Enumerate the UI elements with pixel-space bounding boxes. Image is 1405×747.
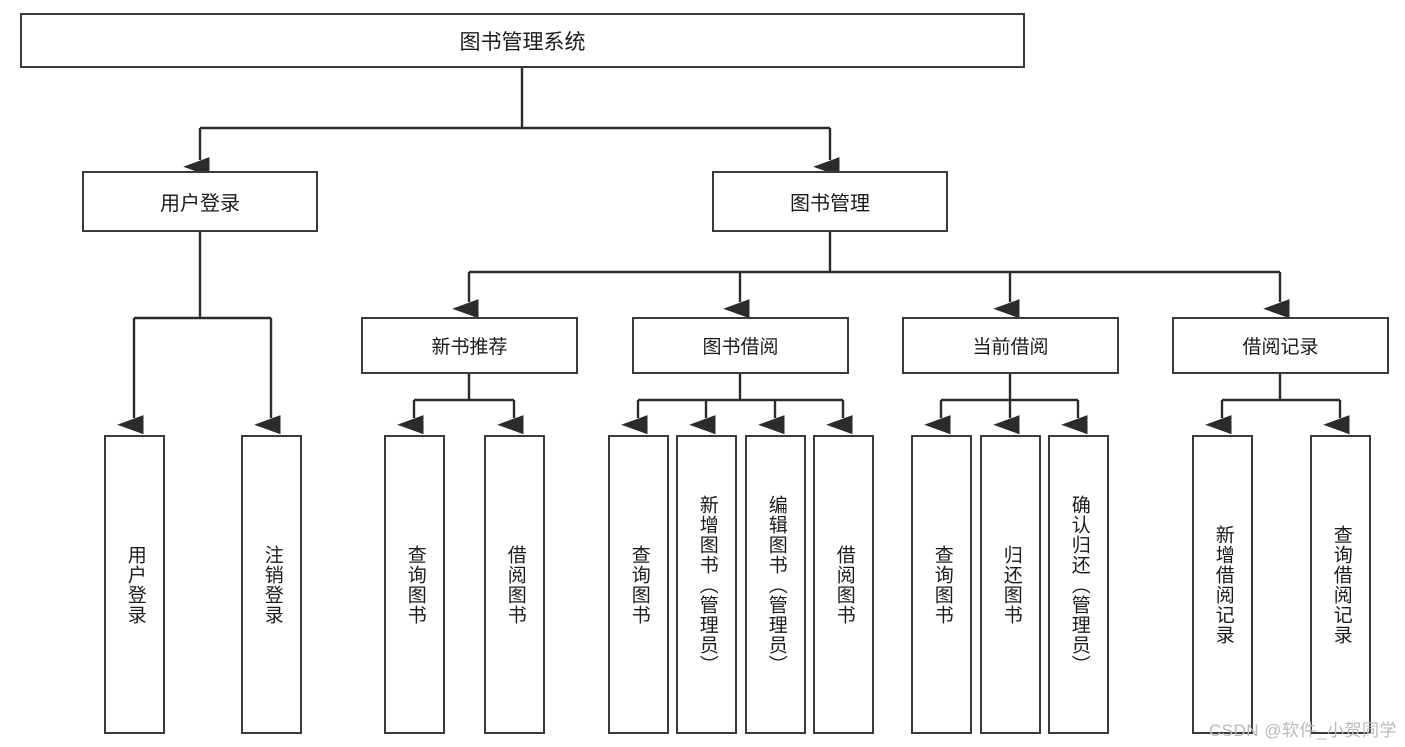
- csdn-watermark: CSDN @软件_小贺同学: [1208, 721, 1397, 740]
- leaf-label: 查询图书: [628, 544, 650, 625]
- leaf-record-query-record[interactable]: 查询借阅记录: [1310, 435, 1371, 734]
- node-book-management[interactable]: 图书管理: [712, 171, 948, 232]
- leaf-borrow-borrow-book[interactable]: 借阅图书: [813, 435, 874, 734]
- leaf-label: 注销登录: [261, 544, 283, 625]
- leaf-current-confirm-return-admin[interactable]: 确认归还（管理员）: [1048, 435, 1109, 734]
- node-new-book-recommend[interactable]: 新书推荐: [361, 317, 578, 374]
- leaf-borrow-edit-book-admin[interactable]: 编辑图书（管理员）: [745, 435, 806, 734]
- leaf-current-query-book[interactable]: 查询图书: [911, 435, 972, 734]
- leaf-new-book-query[interactable]: 查询图书: [384, 435, 445, 734]
- leaf-label: 借阅图书: [504, 544, 526, 625]
- leaf-borrow-query-book[interactable]: 查询图书: [608, 435, 669, 734]
- node-current-borrow-label: 当前借阅: [972, 337, 1049, 358]
- node-root-label: 图书管理系统: [459, 30, 586, 54]
- node-current-borrow[interactable]: 当前借阅: [902, 317, 1119, 374]
- leaf-new-book-borrow[interactable]: 借阅图书: [484, 435, 545, 734]
- leaf-label: 查询图书: [931, 544, 953, 625]
- leaf-label: 编辑图书（管理员）: [765, 494, 787, 675]
- node-book-management-label: 图书管理: [790, 193, 870, 215]
- leaf-label: 新增图书（管理员）: [696, 494, 718, 675]
- node-borrow-record[interactable]: 借阅记录: [1172, 317, 1389, 374]
- leaf-current-return-book[interactable]: 归还图书: [980, 435, 1041, 734]
- leaf-label: 用户登录: [124, 544, 146, 625]
- leaf-borrow-add-book-admin[interactable]: 新增图书（管理员）: [676, 435, 737, 734]
- leaf-label: 确认归还（管理员）: [1068, 494, 1090, 675]
- leaf-label: 查询借阅记录: [1330, 524, 1352, 645]
- leaf-label: 查询图书: [404, 544, 426, 625]
- node-root-book-management-system[interactable]: 图书管理系统: [20, 13, 1025, 68]
- leaf-label: 归还图书: [1000, 544, 1022, 625]
- node-user-login[interactable]: 用户登录: [82, 171, 318, 232]
- node-user-login-label: 用户登录: [160, 193, 240, 215]
- leaf-record-add-record[interactable]: 新增借阅记录: [1192, 435, 1253, 734]
- node-new-book-recommend-label: 新书推荐: [431, 337, 508, 358]
- leaf-user-login-logout[interactable]: 注销登录: [241, 435, 302, 734]
- node-book-borrow[interactable]: 图书借阅: [632, 317, 849, 374]
- leaf-label: 新增借阅记录: [1212, 524, 1234, 645]
- node-book-borrow-label: 图书借阅: [702, 337, 779, 358]
- leaf-label: 借阅图书: [833, 544, 855, 625]
- leaf-user-login-login[interactable]: 用户登录: [104, 435, 165, 734]
- node-borrow-record-label: 借阅记录: [1242, 337, 1319, 358]
